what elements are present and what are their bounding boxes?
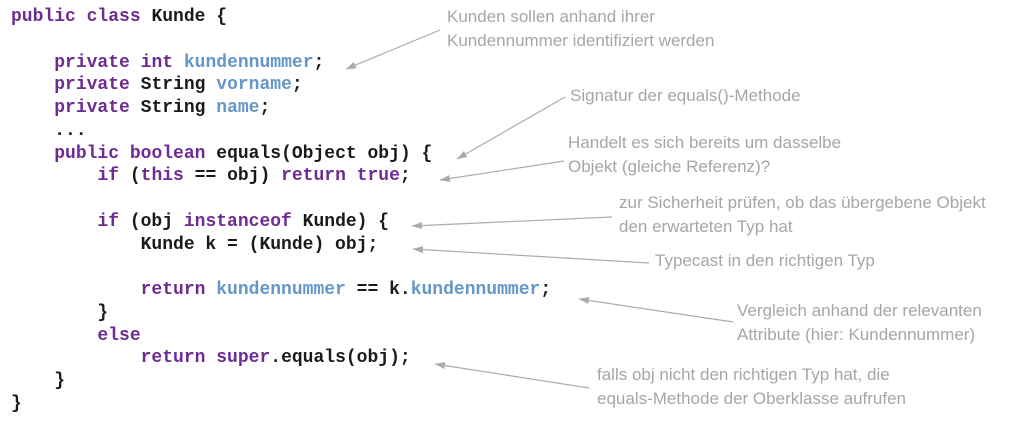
annotation-equals-signature: Signatur der equals()-Methode xyxy=(570,84,801,108)
annotation-line: falls obj nicht den richtigen Typ hat, d… xyxy=(597,365,890,384)
annotation-line: Attribute (hier: Kundennummer) xyxy=(737,325,976,344)
arrow-to-return-compare xyxy=(578,297,734,323)
code-line xyxy=(11,256,551,279)
annotation-line: zur Sicherheit prüfen, ob das übergebene… xyxy=(619,193,986,212)
annotation-line: Kundennummer identifiziert werden xyxy=(447,31,715,50)
code-line: } xyxy=(11,393,22,414)
annotation-kundennummer-note: Kunden sollen anhand ihrer Kundennummer … xyxy=(447,5,714,53)
annotation-same-object-check: Handelt es sich bereits um dasselbe Obje… xyxy=(568,131,841,179)
code-line xyxy=(11,188,551,211)
code-line: Kunde k = (Kunde) obj; xyxy=(11,234,379,255)
code-line: public boolean equals(Object obj) { xyxy=(54,143,433,164)
annotation-line: Handelt es sich bereits um dasselbe xyxy=(568,133,842,152)
annotation-line: Typecast in den richtigen Typ xyxy=(655,251,875,270)
java-code-block: public class Kunde { private int kundenn… xyxy=(11,6,551,416)
code-line: private String vorname; xyxy=(54,75,303,96)
code-line: ... xyxy=(11,120,87,141)
annotation-typecast: Typecast in den richtigen Typ xyxy=(655,249,875,273)
annotation-super-equals: falls obj nicht den richtigen Typ hat, d… xyxy=(597,363,906,411)
code-line: } xyxy=(11,371,66,391)
annotation-attribute-compare: Vergleich anhand der relevanten Attribut… xyxy=(737,299,982,347)
code-line: if (this == obj) return true; xyxy=(97,166,411,187)
annotation-line: den erwarteten Typ hat xyxy=(619,217,793,236)
code-line: return super.equals(obj); xyxy=(140,348,411,369)
annotation-line: equals-Methode der Oberklasse aufrufen xyxy=(597,389,907,408)
annotation-line: Signatur der equals()-Methode xyxy=(570,86,801,105)
code-line: else xyxy=(97,325,141,346)
code-line: return kundennummer == k.kundennummer; xyxy=(140,280,552,300)
annotation-line: Vergleich anhand der relevanten xyxy=(737,301,982,320)
code-line: private int kundennummer; xyxy=(54,52,325,73)
annotation-line: Kunden sollen anhand ihrer xyxy=(447,7,655,26)
annotation-line: Objekt (gleiche Referenz)? xyxy=(568,157,771,176)
code-line: private String name; xyxy=(54,98,271,118)
code-line: public class Kunde { xyxy=(11,7,228,27)
code-line: if (obj instanceof Kunde) { xyxy=(97,211,390,232)
code-line: } xyxy=(11,302,109,323)
annotation-instanceof-check: zur Sicherheit prüfen, ob das übergebene… xyxy=(619,191,986,239)
